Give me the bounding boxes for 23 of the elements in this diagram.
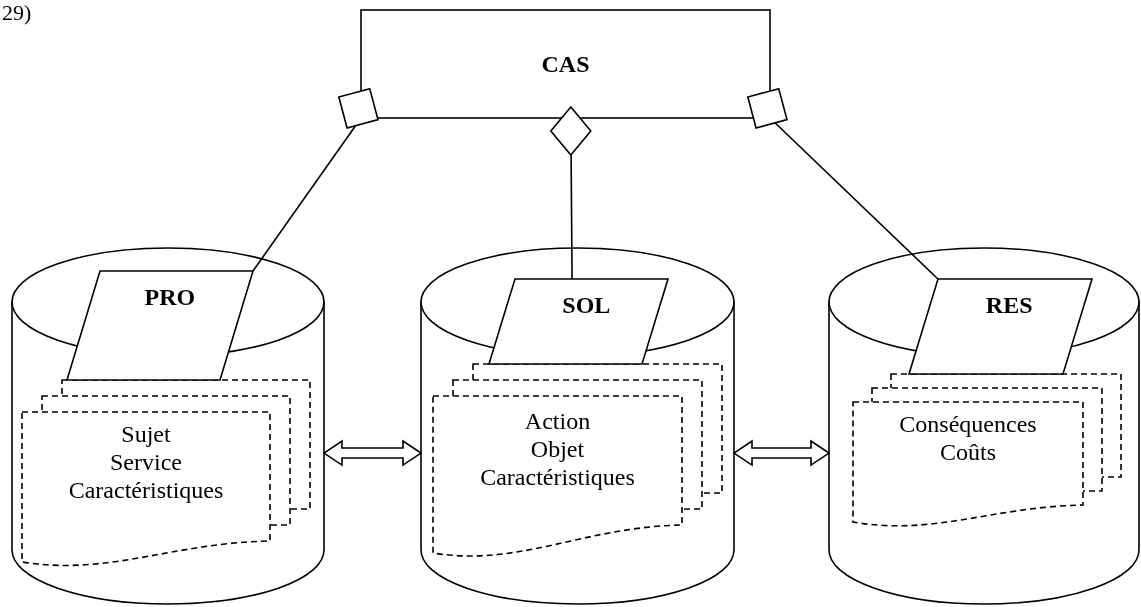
class-box xyxy=(361,10,770,118)
aggregation-line xyxy=(550,106,592,280)
box-title: CAS xyxy=(540,50,591,78)
association-line xyxy=(747,87,939,280)
list-item: Caractéristiques xyxy=(67,476,225,504)
card-title: SOL xyxy=(561,291,612,319)
list-item: Coûts xyxy=(939,438,997,466)
list-item: Sujet xyxy=(120,420,172,448)
database-cylinder xyxy=(421,248,734,604)
double-arrow xyxy=(322,439,423,467)
list-item: Caractéristiques xyxy=(479,463,636,491)
card-title: PRO xyxy=(143,283,197,311)
association-line xyxy=(252,87,379,272)
double-arrow xyxy=(732,439,831,467)
list-item: Action xyxy=(523,407,592,435)
list-item: Service xyxy=(109,448,183,476)
card-title: RES xyxy=(984,291,1034,319)
list-item: Objet xyxy=(529,435,586,463)
parallelogram-card xyxy=(67,271,253,380)
document-stack xyxy=(853,374,1120,530)
list-item: Conséquences xyxy=(898,410,1038,438)
figure-number: 29) xyxy=(2,0,32,26)
parallelogram-card xyxy=(909,279,1092,374)
